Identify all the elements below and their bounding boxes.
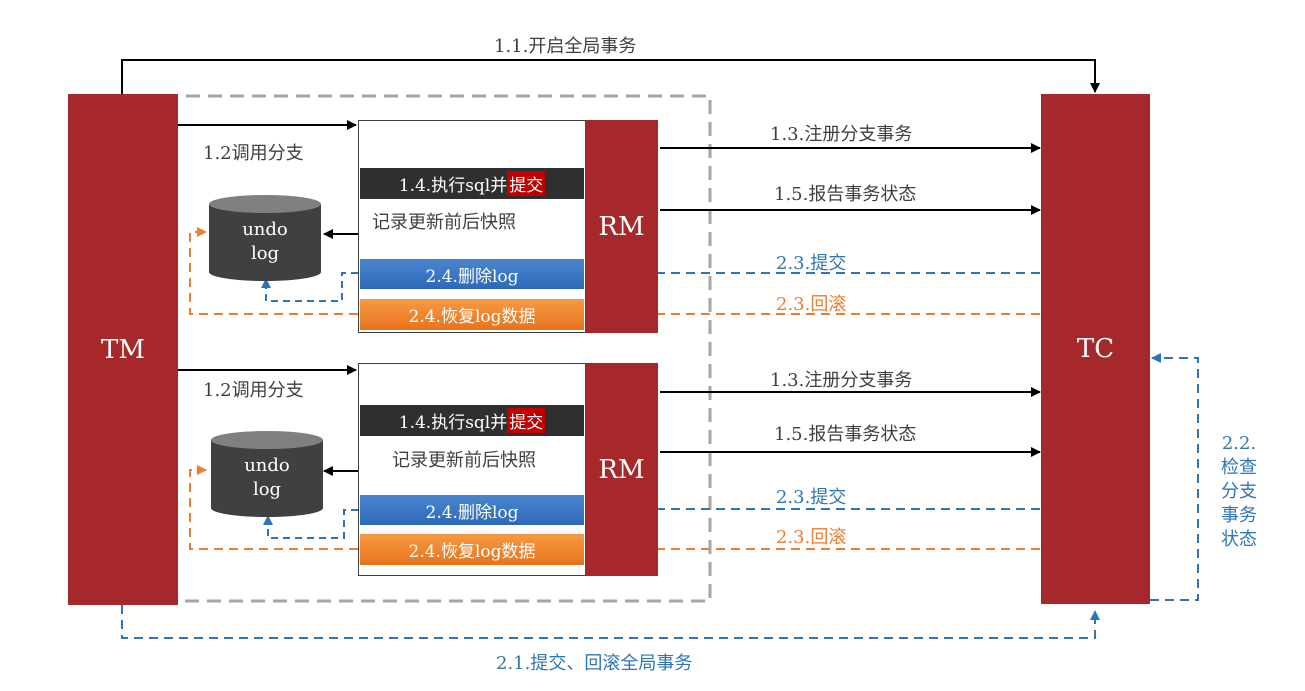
tc-label: TC — [1076, 334, 1115, 364]
check-line-2: 检查 — [1221, 457, 1257, 478]
check-line-3: 分支 — [1221, 481, 1257, 502]
report-label-1: 1.5.报告事务状态 — [774, 184, 917, 205]
snapshot-label-2: 记录更新前后快照 — [392, 450, 536, 471]
register-label-1: 1.3.注册分支事务 — [770, 124, 913, 145]
delete-log-text-1: 2.4.删除log — [425, 266, 519, 287]
delete-log-bar-1: 2.4.删除log — [360, 259, 584, 289]
arrow-restore-log-1 — [189, 227, 358, 315]
global-commit-rollback-label: 2.1.提交、回滚全局事务 — [496, 653, 693, 674]
snapshot-label-1: 记录更新前后快照 — [372, 212, 516, 233]
undo-line1-2: undo — [244, 455, 290, 476]
exec-sql-highlight-1: 提交 — [507, 171, 546, 196]
rollback-label-2: 2.3.回滚 — [776, 527, 847, 548]
delete-log-text-2: 2.4.删除log — [425, 502, 519, 523]
exec-sql-bar-2: 1.4.执行sql并提交 — [360, 405, 584, 436]
commit-label-2: 2.3.提交 — [776, 487, 847, 508]
delete-log-bar-2: 2.4.删除log — [360, 495, 584, 525]
rm-block-1: RM — [585, 120, 658, 333]
call-branch-label-2: 1.2调用分支 — [203, 380, 304, 401]
undo-line1-1: undo — [242, 219, 288, 240]
arrow-delete-log-2 — [263, 509, 358, 539]
rollback-label-1: 2.3.回滚 — [776, 294, 847, 315]
check-line-5: 状态 — [1221, 529, 1257, 550]
begin-global-label: 1.1.开启全局事务 — [494, 36, 637, 57]
call-branch-label-1: 1.2调用分支 — [203, 143, 304, 164]
check-line-1: 2.2. — [1221, 433, 1257, 454]
arrow-restore-log-2 — [189, 465, 358, 550]
arrow-check-branch-status — [1150, 353, 1199, 601]
rm-label-1: RM — [598, 211, 645, 242]
tc-block: TC — [1041, 94, 1150, 604]
restore-log-text-2: 2.4.恢复log数据 — [408, 542, 536, 562]
undo-log-text-1: undo log — [209, 218, 321, 266]
commit-label-1: 2.3.提交 — [776, 253, 847, 274]
restore-log-text-1: 2.4.恢复log数据 — [408, 307, 536, 327]
check-line-4: 事务 — [1221, 505, 1257, 526]
undo-log-text-2: undo log — [211, 454, 323, 502]
branch-container-1 — [358, 120, 588, 333]
rm-label-2: RM — [598, 454, 645, 485]
check-branch-status-label: 2.2. 检查 分支 事务 状态 — [1214, 432, 1264, 552]
exec-sql-text-2: 1.4.执行sql并 — [398, 413, 508, 433]
restore-log-bar-1: 2.4.恢复log数据 — [360, 299, 584, 330]
tm-label: TM — [101, 334, 145, 365]
exec-sql-highlight-2: 提交 — [507, 408, 546, 433]
undo-line2-2: log — [252, 479, 282, 500]
arrow-begin-global — [121, 59, 1100, 95]
exec-sql-bar-1: 1.4.执行sql并提交 — [360, 168, 584, 199]
rm-block-2: RM — [585, 363, 658, 576]
undo-log-cylinder-1 — [209, 195, 321, 281]
undo-log-cylinder-2 — [211, 431, 323, 517]
undo-line2-1: log — [250, 243, 280, 264]
exec-sql-text-1: 1.4.执行sql并 — [398, 176, 508, 196]
arrow-global-commit-rollback — [121, 605, 1100, 639]
tm-block: TM — [68, 94, 178, 605]
register-label-2: 1.3.注册分支事务 — [770, 370, 913, 391]
restore-log-bar-2: 2.4.恢复log数据 — [360, 534, 584, 565]
report-label-2: 1.5.报告事务状态 — [774, 424, 917, 445]
